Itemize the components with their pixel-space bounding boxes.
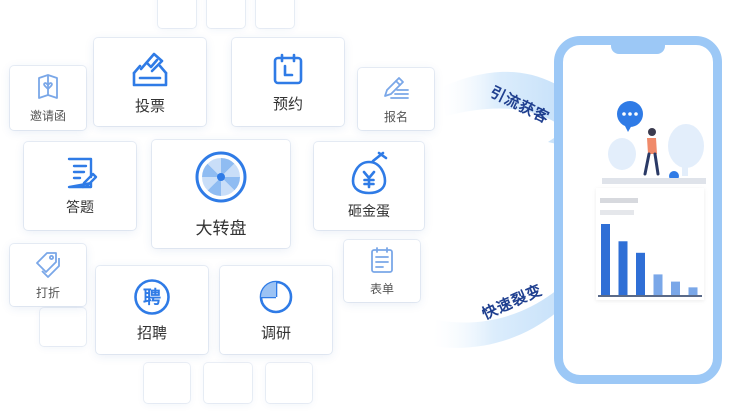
phone-notch	[611, 45, 665, 54]
hire-badge-icon: 聘	[133, 278, 171, 316]
feature-card-wheel[interactable]: 大转盘	[152, 140, 290, 248]
phone-content-panel	[596, 188, 704, 300]
chart-bar	[636, 252, 645, 296]
feature-label: 预约	[272, 94, 303, 113]
arrow-label-bottom: 快速裂变	[479, 280, 546, 324]
feature-label: 报名	[383, 109, 408, 124]
feature-card-form[interactable]: 表单	[344, 240, 420, 302]
feature-card-survey[interactable]: 调研	[220, 266, 332, 354]
feature-card-vote[interactable]: 投票	[94, 38, 206, 126]
feature-label: 砸金蛋	[348, 204, 390, 220]
feature-card-signup[interactable]: 报名	[358, 68, 434, 130]
feature-label: 答题	[66, 200, 94, 216]
golden-egg-icon	[349, 151, 389, 195]
price-tag-icon	[34, 250, 62, 278]
feature-card-hire[interactable]: 聘 招聘	[96, 266, 208, 354]
chart-bar	[688, 287, 698, 296]
bar-chart	[598, 224, 702, 297]
chart-bar	[601, 224, 610, 296]
phone-illustration	[602, 101, 706, 184]
svg-text:聘: 聘	[143, 286, 161, 308]
ballot-box-icon	[130, 49, 170, 89]
lucky-wheel-icon	[194, 150, 248, 204]
feature-card-quiz[interactable]: 答题	[24, 142, 136, 230]
feature-card-invite[interactable]: 邀请函	[10, 66, 86, 130]
form-icon	[369, 246, 395, 274]
chart-bar	[671, 281, 680, 296]
arrow-label-top: 引流获客	[487, 82, 553, 128]
calendar-icon	[270, 51, 306, 87]
invitation-card-icon	[34, 73, 62, 101]
pen-list-icon	[381, 74, 411, 102]
placeholder-card	[40, 308, 86, 346]
chart-bar	[618, 241, 628, 296]
content-line	[600, 210, 634, 215]
feature-label: 打折	[35, 285, 60, 300]
placeholder-card	[256, 0, 294, 28]
chart-bar	[653, 274, 663, 296]
feature-card-egg[interactable]: 砸金蛋	[314, 142, 424, 230]
placeholder-card	[266, 363, 312, 403]
placeholder-card	[144, 363, 190, 403]
feature-label: 招聘	[136, 323, 167, 342]
feature-label: 表单	[369, 281, 394, 296]
person-figure	[643, 128, 660, 176]
placeholder-card	[207, 0, 245, 28]
placeholder-card	[158, 0, 196, 28]
content-line	[600, 198, 638, 203]
placeholder-card	[204, 363, 252, 403]
quiz-sheet-icon	[62, 155, 98, 191]
feature-label: 投票	[134, 96, 165, 115]
feature-label: 邀请函	[29, 108, 66, 123]
feature-card-reserve[interactable]: 预约	[232, 38, 344, 126]
chat-bubble-icon	[617, 101, 643, 132]
feature-card-discount[interactable]: 打折	[10, 244, 86, 306]
pie-chart-icon	[257, 278, 295, 316]
feature-label: 调研	[260, 323, 291, 342]
feature-label: 大转盘	[195, 218, 247, 239]
